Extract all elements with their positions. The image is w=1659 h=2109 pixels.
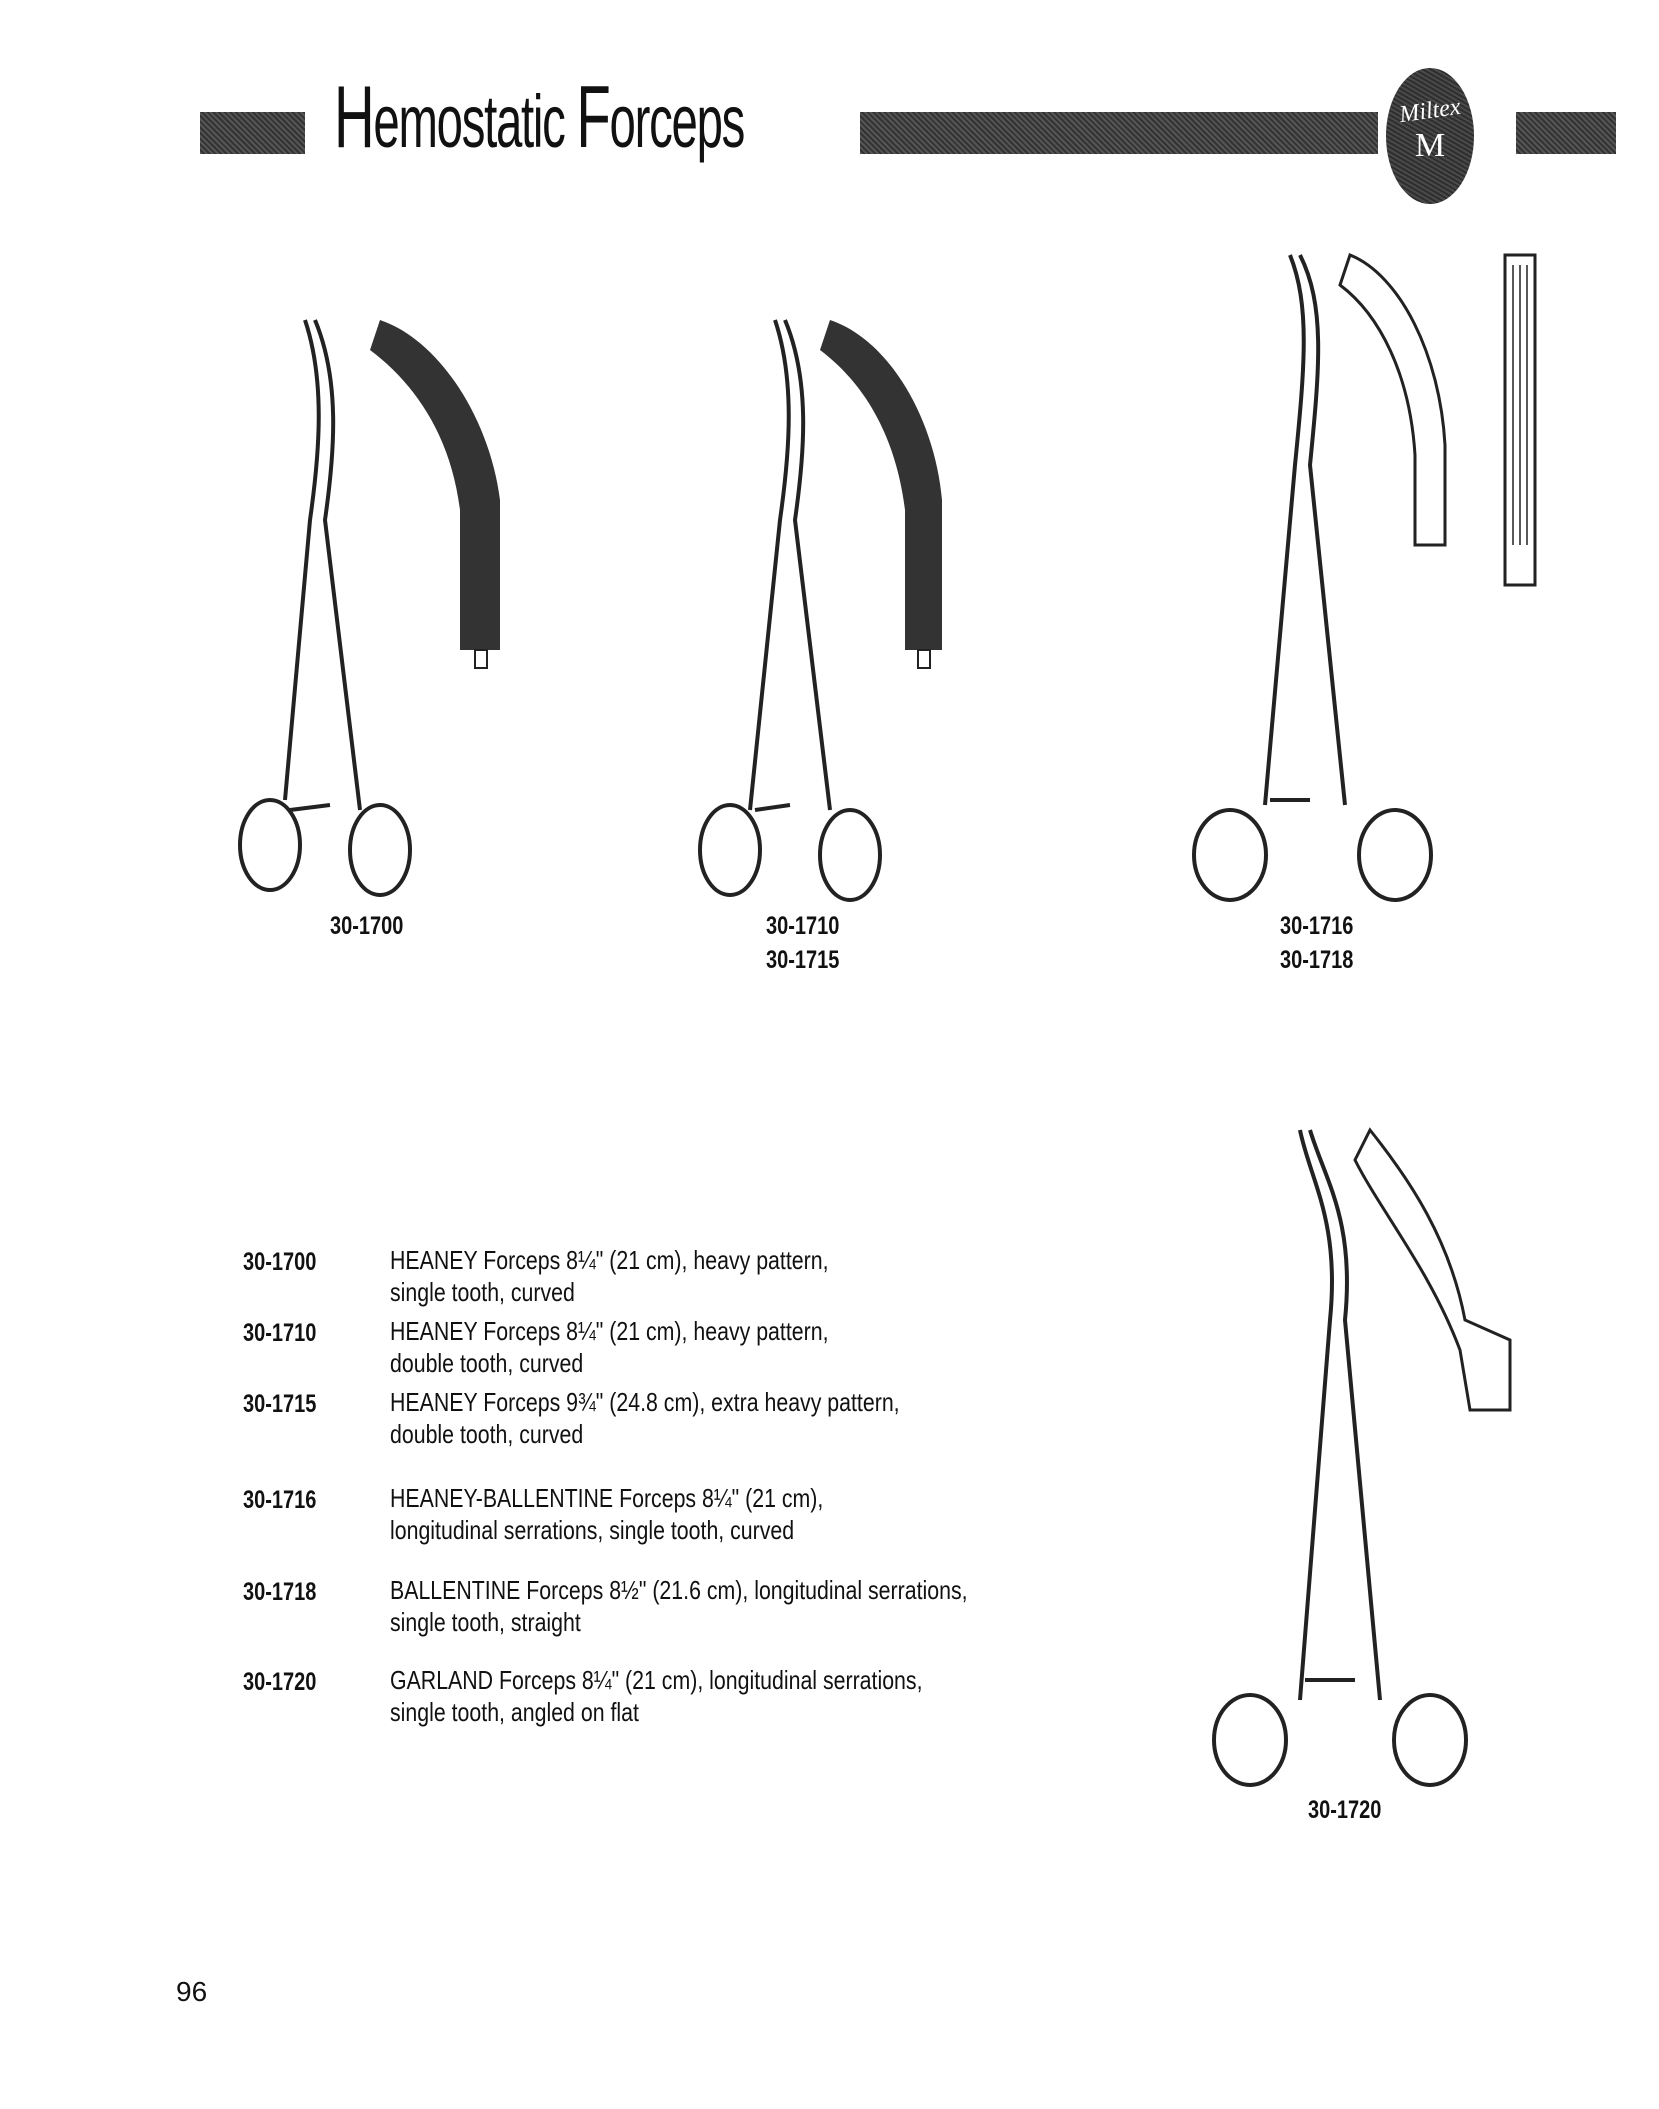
desc-line: single tooth, angled on flat bbox=[390, 1697, 639, 1727]
item-description: HEANEY Forceps 8¼" (21 cm), heavy patter… bbox=[390, 1244, 829, 1308]
desc-line: single tooth, straight bbox=[390, 1607, 581, 1637]
figure-label: 30-1720 bbox=[1308, 1796, 1382, 1824]
item-description: HEANEY Forceps 9¾" (24.8 cm), extra heav… bbox=[390, 1386, 900, 1450]
figure-label: 30-1710 bbox=[766, 912, 840, 940]
desc-line: HEANEY Forceps 9¾" (24.8 cm), extra heav… bbox=[390, 1387, 900, 1417]
header-bar-middle bbox=[860, 112, 1378, 154]
item-code: 30-1710 bbox=[243, 1319, 317, 1347]
desc-line: single tooth, curved bbox=[390, 1277, 575, 1307]
forceps-illustration-1 bbox=[238, 319, 500, 897]
forceps-illustration-2 bbox=[698, 319, 942, 902]
figure-label: 30-1715 bbox=[766, 946, 840, 974]
jaw-detail bbox=[1338, 253, 1447, 547]
figure-label: 30-1716 bbox=[1280, 912, 1354, 940]
desc-line: HEANEY Forceps 8¼" (21 cm), heavy patter… bbox=[390, 1245, 829, 1275]
desc-line: longitudinal serrations, single tooth, c… bbox=[390, 1515, 795, 1545]
desc-line: HEANEY Forceps 8¼" (21 cm), heavy patter… bbox=[390, 1316, 829, 1346]
logo-letter: M bbox=[1414, 127, 1446, 164]
item-code: 30-1715 bbox=[243, 1390, 317, 1418]
jaw-detail bbox=[1353, 1127, 1512, 1412]
item-description: BALLENTINE Forceps 8½" (21.6 cm), longit… bbox=[390, 1574, 968, 1638]
header-bar-right bbox=[1516, 112, 1616, 154]
jaw-detail bbox=[370, 320, 500, 650]
header-bar-left bbox=[200, 112, 305, 154]
figure-label: 30-1718 bbox=[1280, 946, 1354, 974]
forceps-illustration-4 bbox=[1212, 1127, 1512, 1787]
item-code: 30-1720 bbox=[243, 1668, 317, 1696]
desc-line: BALLENTINE Forceps 8½" (21.6 cm), longit… bbox=[390, 1575, 968, 1605]
title-initial: H bbox=[334, 67, 375, 166]
desc-line: GARLAND Forceps 8¼" (21 cm), longitudina… bbox=[390, 1665, 923, 1695]
jaw-detail bbox=[820, 320, 942, 650]
item-code: 30-1700 bbox=[243, 1248, 317, 1276]
desc-line: double tooth, curved bbox=[390, 1348, 584, 1378]
desc-line: double tooth, curved bbox=[390, 1419, 584, 1449]
title-word: emostatic bbox=[373, 80, 565, 163]
desc-line: HEANEY-BALLENTINE Forceps 8¼" (21 cm), bbox=[390, 1483, 824, 1513]
page-title: Hemostatic Forceps bbox=[334, 66, 746, 168]
figure-label: 30-1700 bbox=[330, 912, 404, 940]
item-description: HEANEY Forceps 8¼" (21 cm), heavy patter… bbox=[390, 1315, 829, 1379]
title-word: orceps bbox=[609, 80, 746, 163]
item-code: 30-1718 bbox=[243, 1578, 317, 1606]
item-description: GARLAND Forceps 8¼" (21 cm), longitudina… bbox=[390, 1664, 923, 1728]
item-description: HEANEY-BALLENTINE Forceps 8¼" (21 cm),lo… bbox=[390, 1482, 823, 1546]
page-number: 96 bbox=[176, 1976, 208, 2007]
forceps-illustration-3 bbox=[1192, 253, 1537, 902]
logo-script: Miltex bbox=[1397, 93, 1463, 129]
title-initial: F bbox=[576, 67, 610, 166]
item-code: 30-1716 bbox=[243, 1486, 317, 1514]
